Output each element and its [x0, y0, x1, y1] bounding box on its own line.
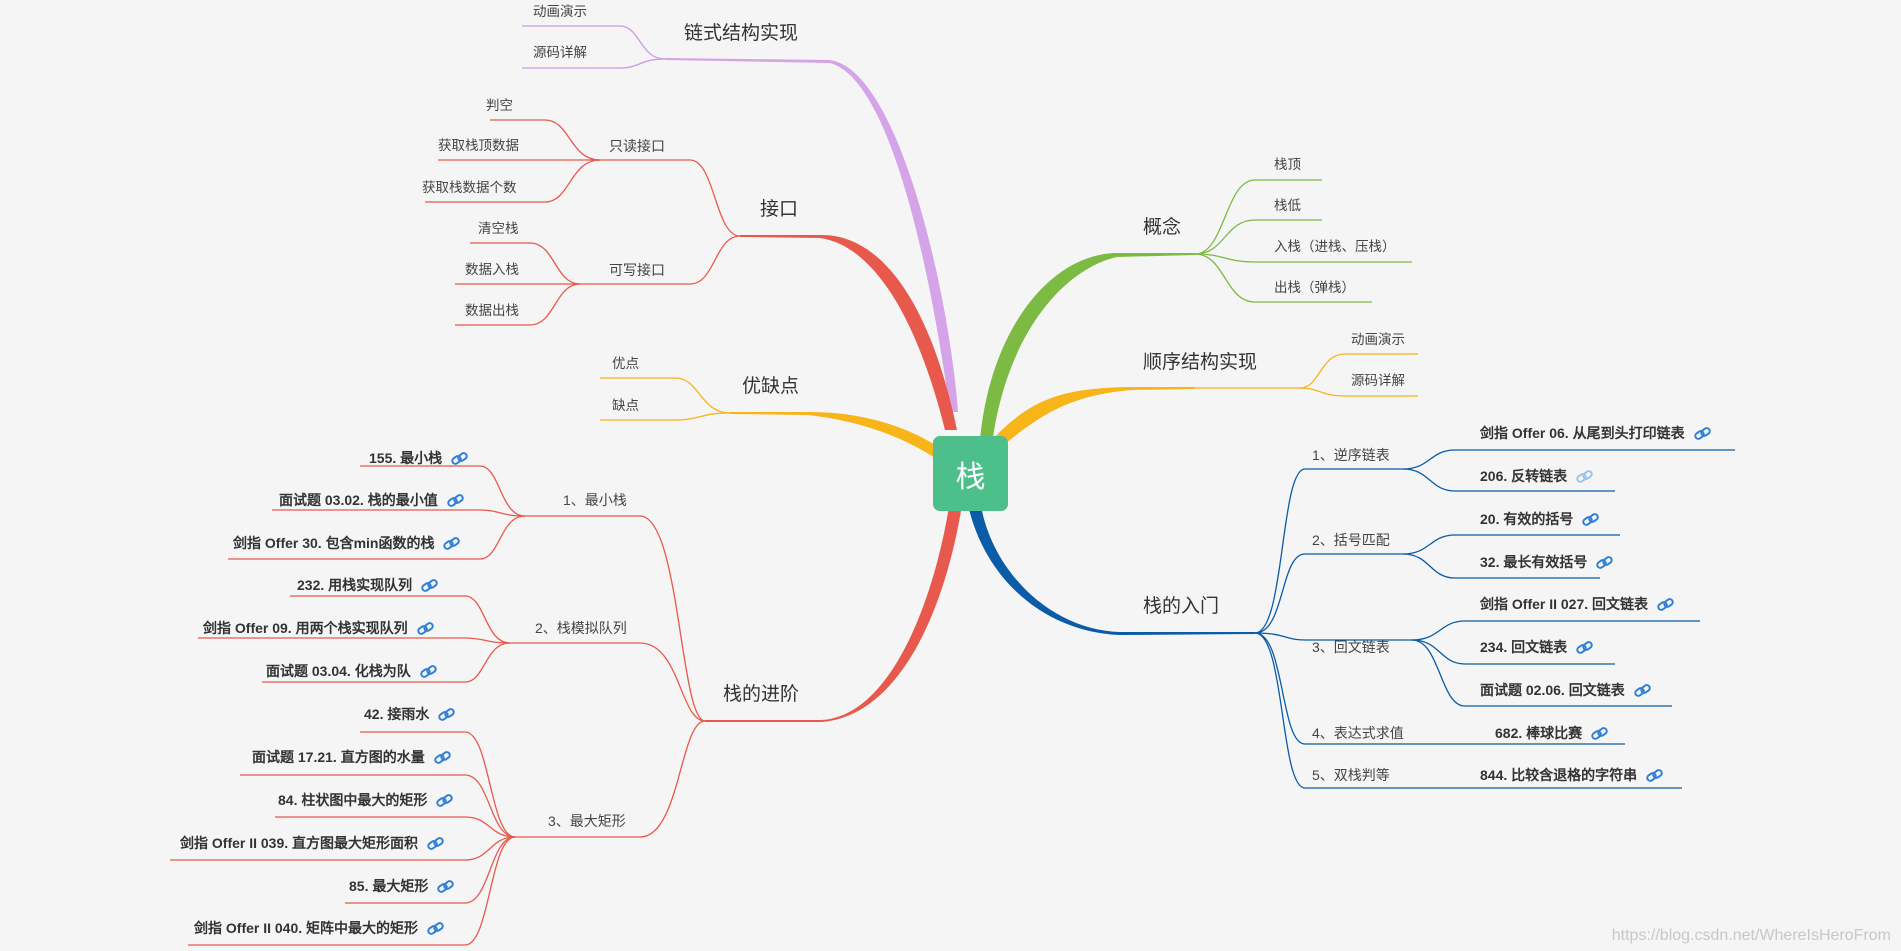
problem-link[interactable]: 844. 比较含退格的字符串 [1480, 767, 1638, 783]
node-intro[interactable]: 栈的入门 [1143, 596, 1220, 617]
leaf-concept[interactable]: 入栈（进栈、压栈） [1274, 239, 1396, 254]
branch-seq [992, 387, 1195, 448]
leaf-proscons[interactable]: 优点 [612, 356, 639, 371]
root-node[interactable]: 栈 [933, 436, 1008, 511]
node-chain-child[interactable]: 动画演示 [533, 4, 587, 19]
link-icon[interactable] [435, 793, 455, 809]
leaf-seq[interactable]: 动画演示 [1351, 332, 1405, 347]
problem-link[interactable]: 20. 有效的括号 [1480, 511, 1574, 527]
link-icon[interactable] [1590, 726, 1610, 742]
link-icon[interactable] [1575, 640, 1595, 656]
node-rect[interactable]: 3、最大矩形 [548, 813, 626, 829]
node-proscons[interactable]: 优缺点 [742, 376, 800, 397]
link-icon[interactable] [426, 836, 446, 852]
leaf-read[interactable]: 获取栈数据个数 [422, 180, 517, 195]
leaf-concept[interactable]: 出栈（弹栈） [1274, 280, 1355, 295]
link-icon[interactable] [1645, 768, 1665, 784]
problem-link[interactable]: 面试题 03.02. 栈的最小值 [279, 492, 438, 508]
link-icon[interactable] [1581, 512, 1601, 528]
problem-link[interactable]: 剑指 Offer II 040. 矩阵中最大的矩形 [194, 920, 419, 936]
link-icon[interactable] [450, 451, 470, 467]
problem-link[interactable]: 42. 接雨水 [364, 706, 430, 722]
branch-iface [740, 235, 957, 430]
node-palin[interactable]: 3、回文链表 [1312, 639, 1390, 655]
node-reverse[interactable]: 1、逆序链表 [1312, 447, 1390, 463]
node-concept[interactable]: 概念 [1143, 217, 1182, 238]
link-icon[interactable] [433, 750, 453, 766]
link-icon[interactable] [416, 621, 436, 637]
problem-link[interactable]: 155. 最小栈 [369, 450, 443, 466]
problem-link[interactable]: 32. 最长有效括号 [1480, 554, 1588, 570]
problem-link[interactable]: 剑指 Offer II 027. 回文链表 [1480, 596, 1649, 612]
problem-link[interactable]: 682. 棒球比赛 [1495, 725, 1583, 741]
leaf-write[interactable]: 清空栈 [478, 221, 519, 236]
link-icon[interactable] [1656, 597, 1676, 613]
link-icon[interactable] [420, 578, 440, 594]
node-chain-child[interactable]: 源码详解 [533, 45, 587, 60]
node-chain[interactable]: 链式结构实现 [684, 23, 799, 44]
leaf-seq[interactable]: 源码详解 [1351, 373, 1405, 388]
problem-link[interactable]: 剑指 Offer II 039. 直方图最大矩形面积 [180, 835, 419, 851]
branch-advanced [705, 500, 962, 722]
link-icon[interactable] [1693, 426, 1713, 442]
leaf-read[interactable]: 获取栈顶数据 [438, 138, 519, 153]
node-minstack[interactable]: 1、最小栈 [563, 492, 627, 508]
branch-proscons [730, 412, 940, 458]
problem-link[interactable]: 面试题 03.04. 化栈为队 [266, 663, 411, 679]
node-advanced[interactable]: 栈的进阶 [723, 684, 800, 705]
node-iface[interactable]: 接口 [760, 199, 799, 220]
node-read[interactable]: 只读接口 [609, 138, 665, 154]
node-seq[interactable]: 顺序结构实现 [1143, 352, 1258, 373]
problem-link[interactable]: 234. 回文链表 [1480, 639, 1568, 655]
problem-link[interactable]: 面试题 17.21. 直方图的水量 [252, 749, 425, 765]
link-icon[interactable] [446, 493, 466, 509]
link-icon[interactable] [437, 707, 457, 723]
problem-link[interactable]: 面试题 02.06. 回文链表 [1480, 682, 1625, 698]
node-bracket[interactable]: 2、括号匹配 [1312, 532, 1390, 548]
leaf-read[interactable]: 判空 [486, 98, 513, 113]
node-dual[interactable]: 5、双栈判等 [1312, 767, 1390, 783]
problem-link[interactable]: 剑指 Offer 06. 从尾到头打印链表 [1480, 425, 1685, 441]
leaf-concept[interactable]: 栈低 [1274, 198, 1301, 213]
link-icon[interactable] [1575, 469, 1595, 485]
node-expr[interactable]: 4、表达式求值 [1312, 725, 1404, 741]
leaf-concept[interactable]: 栈顶 [1274, 157, 1301, 172]
leaf-write[interactable]: 数据出栈 [465, 303, 519, 318]
branch-concept [980, 253, 1195, 445]
leaf-proscons[interactable]: 缺点 [612, 398, 639, 413]
problem-link[interactable]: 232. 用栈实现队列 [297, 577, 413, 593]
problem-link[interactable]: 206. 反转链表 [1480, 468, 1568, 484]
watermark: https://blog.csdn.net/WhereIsHeroFrom [1611, 927, 1891, 944]
link-icon[interactable] [1633, 683, 1653, 699]
link-icon[interactable] [426, 921, 446, 937]
problem-link[interactable]: 84. 柱状图中最大的矩形 [278, 792, 428, 808]
problem-link[interactable]: 85. 最大矩形 [349, 878, 429, 894]
node-write[interactable]: 可写接口 [609, 262, 665, 278]
link-icon[interactable] [1595, 555, 1615, 571]
node-queue[interactable]: 2、栈模拟队列 [535, 620, 627, 636]
problem-link[interactable]: 剑指 Offer 09. 用两个栈实现队列 [203, 620, 408, 636]
problem-link[interactable]: 剑指 Offer 30. 包含min函数的栈 [233, 535, 435, 551]
link-icon[interactable] [442, 536, 462, 552]
leaf-write[interactable]: 数据入栈 [465, 262, 519, 277]
link-icon[interactable] [436, 879, 456, 895]
link-icon[interactable] [419, 664, 439, 680]
